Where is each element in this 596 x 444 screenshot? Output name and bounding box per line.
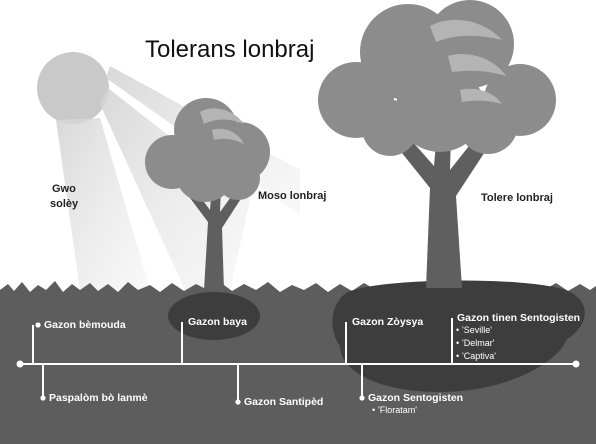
variety-bullet: • [372, 405, 376, 415]
diagram-title: Tolerans lonbraj [145, 36, 315, 63]
zone-label-tolerant: Tolere lonbraj [481, 192, 553, 204]
timeline [16, 318, 580, 405]
grass-label-dwarf-st-augustine: Gazon tinen Sentogisten [457, 312, 581, 324]
zone-label-sun-line1: Gwo [52, 183, 76, 195]
variety-seville: 'Seville' [462, 325, 492, 335]
tree-trunk-small [184, 160, 244, 290]
variety-bullet: • [456, 325, 460, 335]
tree-shadow-small [168, 292, 260, 340]
grass-label-zoysia: Gazon Zòysya [352, 316, 424, 328]
tree-trunk-large [390, 96, 494, 288]
sun-icon [37, 52, 109, 124]
variety-captiva: 'Captiva' [462, 351, 496, 361]
grass-label-centipede: Gazon Santipèd [244, 396, 324, 408]
tree-canopy-small [145, 98, 270, 202]
zone-label-sun-line2: solèy [50, 198, 79, 210]
sun-ray [56, 118, 150, 290]
grass-label-bermuda: Gazon bèmouda [44, 319, 126, 331]
grass-label-seashore-paspalum: Paspalòm bò lanmè [49, 392, 148, 404]
variety-bullet: • [456, 351, 460, 361]
variety-bullet: • [456, 338, 460, 348]
grass-label-st-augustine: Gazon Sentogisten [368, 392, 464, 404]
variety-floratam: 'Floratam' [378, 405, 417, 415]
zone-label-moderate: Moso lonbraj [258, 190, 327, 202]
grass-label-bahia: Gazon baya [188, 316, 247, 328]
tree-canopy-large [318, 0, 556, 156]
variety-delmar: 'Delmar' [462, 338, 495, 348]
